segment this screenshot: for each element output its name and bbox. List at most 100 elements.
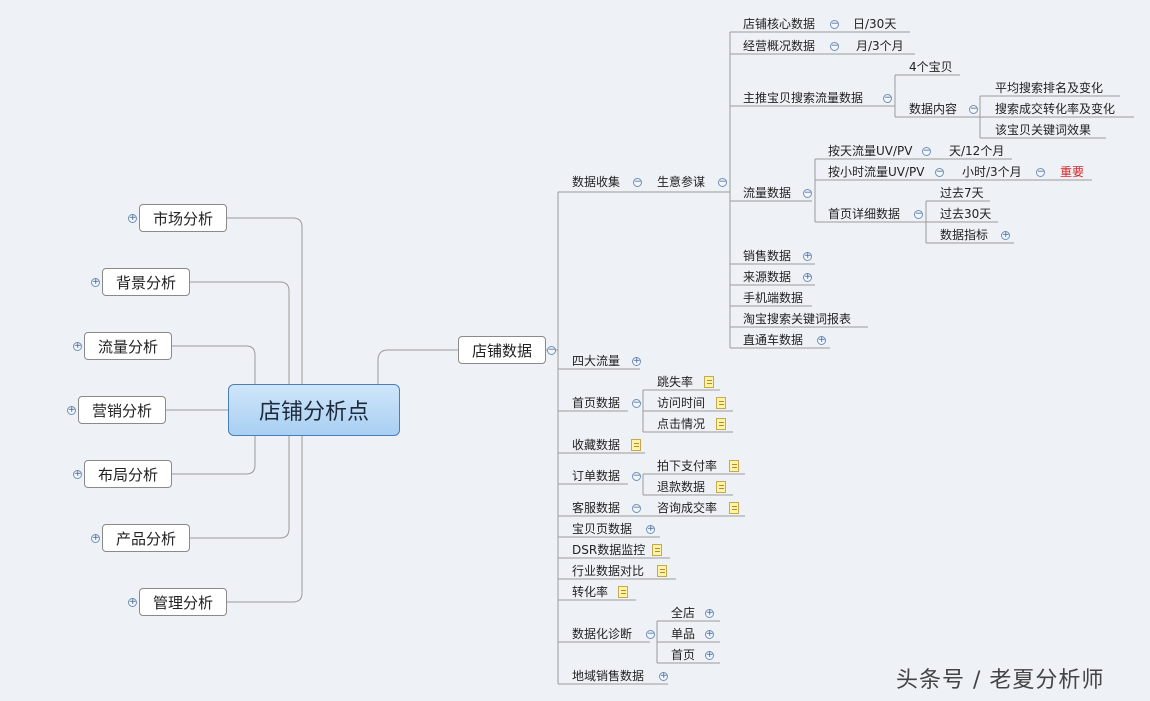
expand-icon[interactable]: + <box>803 251 812 261</box>
node-overview-period[interactable]: 月/3个月 <box>856 39 904 53</box>
node-single-item[interactable]: 单品 <box>671 627 696 641</box>
node-data-diagnosis[interactable]: 数据化诊断 <box>572 627 633 641</box>
node-hourly-uvpv[interactable]: 按小时流量UV/PV <box>828 165 925 179</box>
node-dsr-monitor[interactable]: DSR数据监控 <box>572 543 646 557</box>
note-icon[interactable] <box>716 397 726 409</box>
topic-management-analysis[interactable]: 管理分析 <box>139 588 227 616</box>
collapse-icon[interactable]: − <box>830 41 839 51</box>
expand-icon[interactable]: + <box>705 629 714 639</box>
topic-traffic-analysis[interactable]: 流量分析 <box>84 332 172 360</box>
node-payment-rate[interactable]: 拍下支付率 <box>657 459 718 473</box>
node-whole-store[interactable]: 全店 <box>671 606 696 620</box>
node-service-data[interactable]: 客服数据 <box>572 501 621 515</box>
node-homepage-data[interactable]: 首页数据 <box>572 396 621 410</box>
expand-icon[interactable]: + <box>705 608 714 618</box>
collapse-icon[interactable]: − <box>633 177 642 187</box>
node-data-indicators[interactable]: 数据指标 <box>940 228 989 242</box>
expand-icon[interactable]: + <box>128 213 137 223</box>
node-front-page[interactable]: 首页 <box>671 648 696 662</box>
node-taobao-keyword-report[interactable]: 淘宝搜索关键词报表 <box>743 312 852 326</box>
node-daily-period[interactable]: 天/12个月 <box>949 144 1005 158</box>
node-data-collection[interactable]: 数据收集 <box>572 175 621 189</box>
node-main-item-search[interactable]: 主推宝贝搜索流量数据 <box>743 91 864 105</box>
expand-icon[interactable]: + <box>803 272 812 282</box>
node-order-data[interactable]: 订单数据 <box>572 469 621 483</box>
node-item-page-data[interactable]: 宝贝页数据 <box>572 522 633 536</box>
node-important[interactable]: 重要 <box>1060 165 1085 179</box>
node-shengyi-canmou[interactable]: 生意参谋 <box>657 175 706 189</box>
collapse-icon[interactable]: − <box>803 188 812 198</box>
collapse-icon[interactable]: − <box>969 104 978 114</box>
node-consult-conversion[interactable]: 咨询成交率 <box>657 501 718 515</box>
expand-icon[interactable]: + <box>659 671 668 681</box>
node-ztc-data[interactable]: 直通车数据 <box>743 333 804 347</box>
collapse-icon[interactable]: − <box>632 398 641 408</box>
collapse-icon[interactable]: − <box>914 209 923 219</box>
node-four-items[interactable]: 4个宝贝 <box>909 60 953 74</box>
expand-icon[interactable]: + <box>1001 230 1010 240</box>
topic-product-analysis[interactable]: 产品分析 <box>102 524 190 552</box>
node-last-30-days[interactable]: 过去30天 <box>940 207 992 221</box>
node-avg-rank[interactable]: 平均搜索排名及变化 <box>995 81 1104 95</box>
expand-icon[interactable]: + <box>91 533 100 543</box>
node-core-data[interactable]: 店铺核心数据 <box>743 17 816 31</box>
topic-market-analysis[interactable]: 市场分析 <box>139 204 227 232</box>
node-data-content[interactable]: 数据内容 <box>909 102 958 116</box>
node-favorites-data[interactable]: 收藏数据 <box>572 438 621 452</box>
node-sales-data[interactable]: 销售数据 <box>743 249 792 263</box>
collapse-icon[interactable]: − <box>830 19 839 29</box>
note-icon[interactable] <box>631 439 641 451</box>
topic-marketing-analysis[interactable]: 营销分析 <box>78 396 166 424</box>
collapse-icon[interactable]: − <box>718 177 727 187</box>
collapse-icon[interactable]: − <box>547 345 556 355</box>
note-icon[interactable] <box>716 418 726 430</box>
node-refund-data[interactable]: 退款数据 <box>657 480 706 494</box>
node-last-7-days[interactable]: 过去7天 <box>940 186 984 200</box>
note-icon[interactable] <box>729 460 739 472</box>
node-visit-time[interactable]: 访问时间 <box>657 396 706 410</box>
node-overview-data[interactable]: 经营概况数据 <box>743 39 816 53</box>
expand-icon[interactable]: + <box>705 650 714 660</box>
topic-store-data[interactable]: 店铺数据 <box>458 336 546 364</box>
node-conversion-rate[interactable]: 转化率 <box>572 585 609 599</box>
node-keyword-effect[interactable]: 该宝贝关键词效果 <box>995 123 1092 137</box>
expand-icon[interactable]: + <box>817 335 826 345</box>
expand-icon[interactable]: + <box>73 341 82 351</box>
left-connectors <box>166 217 303 603</box>
node-traffic-data[interactable]: 流量数据 <box>743 186 792 200</box>
collapse-icon[interactable]: − <box>883 93 892 103</box>
topic-background-analysis[interactable]: 背景分析 <box>102 268 190 296</box>
note-icon[interactable] <box>729 502 739 514</box>
node-core-period[interactable]: 日/30天 <box>853 17 897 31</box>
expand-icon[interactable]: + <box>632 356 641 366</box>
collapse-icon[interactable]: − <box>646 629 655 639</box>
expand-icon[interactable]: + <box>91 277 100 287</box>
node-bounce-rate[interactable]: 跳失率 <box>657 375 694 389</box>
note-icon[interactable] <box>657 565 667 577</box>
note-icon[interactable] <box>716 481 726 493</box>
collapse-icon[interactable]: − <box>632 471 641 481</box>
topic-layout-analysis[interactable]: 布局分析 <box>84 460 172 488</box>
expand-icon[interactable]: + <box>128 597 137 607</box>
collapse-icon[interactable]: − <box>632 503 641 513</box>
collapse-icon[interactable]: − <box>922 146 931 156</box>
note-icon[interactable] <box>618 586 628 598</box>
node-regional-sales[interactable]: 地域销售数据 <box>572 669 645 683</box>
root-topic[interactable]: 店铺分析点 <box>228 384 400 436</box>
note-icon[interactable] <box>652 544 662 556</box>
expand-icon[interactable]: + <box>67 405 76 415</box>
node-conversion-change[interactable]: 搜索成交转化率及变化 <box>995 102 1116 116</box>
node-click-status[interactable]: 点击情况 <box>657 417 706 431</box>
collapse-icon[interactable]: − <box>935 167 944 177</box>
node-mobile-data[interactable]: 手机端数据 <box>743 291 804 305</box>
expand-icon[interactable]: + <box>73 469 82 479</box>
node-daily-uvpv[interactable]: 按天流量UV/PV <box>828 144 913 158</box>
node-homepage-detail[interactable]: 首页详细数据 <box>828 207 901 221</box>
note-icon[interactable] <box>704 376 714 388</box>
node-industry-compare[interactable]: 行业数据对比 <box>572 564 645 578</box>
node-four-traffic[interactable]: 四大流量 <box>572 354 621 368</box>
expand-icon[interactable]: + <box>646 524 655 534</box>
collapse-icon[interactable]: − <box>1036 167 1045 177</box>
node-source-data[interactable]: 来源数据 <box>743 270 792 284</box>
node-hourly-period[interactable]: 小时/3个月 <box>962 165 1022 179</box>
